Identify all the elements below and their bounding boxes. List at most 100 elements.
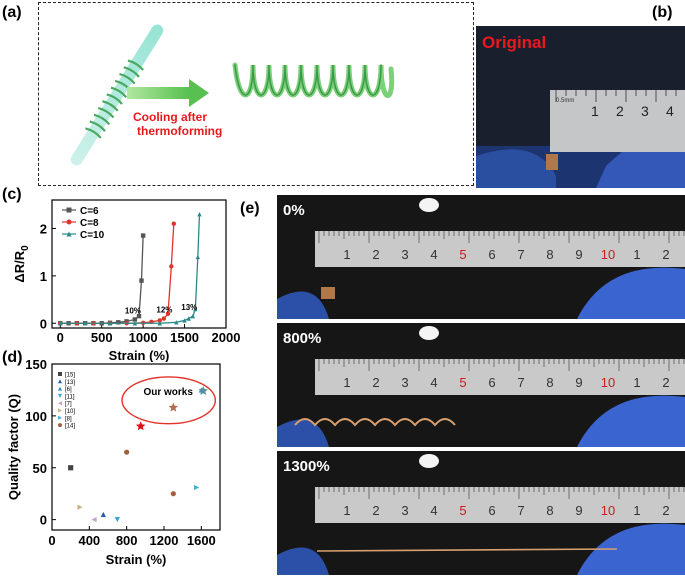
ruler-number: 2 [662, 503, 669, 518]
ruler-number: 3 [401, 503, 408, 518]
panel-label-d: (d) [2, 349, 23, 366]
data-point [169, 264, 174, 269]
ruler [315, 231, 685, 267]
spring-schematic: Cooling after thermoforming [70, 24, 395, 166]
y-tick-label: 2 [40, 221, 47, 236]
ruler-number: 1 [633, 247, 640, 262]
panel-label-c: (c) [2, 186, 22, 203]
data-point [132, 317, 138, 322]
legend-marker [58, 401, 62, 406]
our-works-ellipse [121, 376, 217, 425]
clip-light [419, 326, 439, 340]
x-tick-label: 1500 [170, 330, 199, 345]
data-point [107, 321, 113, 326]
legend-marker [66, 207, 72, 213]
ruler-number: 4 [430, 375, 437, 390]
legend-marker [58, 372, 62, 376]
legend-label: [13] [65, 380, 75, 386]
panel-label-a: (a) [2, 4, 22, 21]
data-point [135, 421, 146, 431]
legend-label: [6] [65, 387, 72, 393]
ruler-num: 4 [666, 103, 674, 119]
legend-marker [58, 423, 62, 428]
data-point [136, 313, 142, 319]
ruler-number: 2 [372, 503, 379, 518]
y-axis-label-sub: 0 [20, 245, 31, 251]
ruler-number: 9 [575, 503, 582, 518]
ruler-number: 8 [546, 375, 553, 390]
helical-spring [232, 62, 395, 98]
data-point [114, 517, 120, 523]
data-point [139, 278, 144, 283]
ruler-number: 7 [517, 247, 524, 262]
ruler-number: 1 [633, 503, 640, 518]
legend-label: C=10 [80, 230, 105, 241]
original-photo: 0.5mm 1 2 3 4 Original [476, 26, 685, 188]
legend-marker [66, 231, 72, 237]
legend-label: [15] [65, 373, 75, 379]
ruler-num: 2 [616, 103, 624, 119]
x-tick-label: 0 [57, 330, 64, 345]
data-point [124, 449, 130, 455]
right-glove [577, 523, 685, 575]
ruler-number: 1 [343, 247, 350, 262]
left-glove [277, 419, 329, 447]
x-tick-label: 1600 [187, 533, 216, 548]
ruler-number: 9 [575, 247, 582, 262]
left-glove [277, 547, 329, 575]
ruler-number: 5 [459, 503, 466, 518]
y-tick-label: 50 [33, 461, 47, 476]
data-point [195, 254, 201, 260]
data-point [161, 316, 167, 321]
process-arrow [127, 79, 209, 107]
annotation: 10% [125, 307, 141, 316]
data-point [171, 221, 176, 226]
ruler-number: 5 [459, 375, 466, 390]
ruler-number: 2 [662, 247, 669, 262]
ruler [315, 359, 685, 395]
ruler-num: 1 [591, 103, 599, 119]
legend-label: [10] [65, 409, 75, 415]
panel-label-e: (e) [240, 200, 260, 217]
legend-marker [58, 415, 62, 420]
plot-frame [51, 199, 227, 329]
data-point [58, 321, 63, 326]
data-point [157, 318, 162, 323]
straight-fiber [316, 548, 618, 552]
ruler-number: 10 [601, 503, 615, 518]
data-point [198, 385, 208, 396]
strain-label: 0% [283, 202, 305, 219]
x-axis-label: Strain (%) [109, 348, 170, 362]
ruler-number: 5 [459, 247, 466, 262]
panel-label-b: (b) [652, 4, 673, 21]
ruler-number: 6 [488, 375, 495, 390]
x-tick-label: 1200 [150, 533, 179, 548]
coiled-rod [70, 24, 164, 166]
legend-label: [14] [65, 424, 75, 430]
data-point [157, 321, 162, 326]
ruler-number: 8 [546, 503, 553, 518]
strain-label: 1300% [283, 458, 330, 475]
legend-marker [58, 408, 62, 413]
ruler-num: 3 [641, 103, 649, 119]
data-point [165, 311, 171, 316]
ruler-unit: 0.5mm [556, 98, 574, 104]
y-axis-label: ΔR/R0 [12, 245, 31, 283]
legend-marker [66, 219, 72, 225]
ruler-number: 2 [372, 375, 379, 390]
x-tick-label: 800 [116, 533, 138, 548]
data-point [116, 320, 121, 325]
ruler-number: 2 [372, 247, 379, 262]
y-tick-label: 150 [25, 358, 47, 372]
data-point [193, 306, 198, 312]
strain-label: 800% [283, 330, 321, 347]
data-point [168, 402, 179, 412]
y-tick-label: 1 [40, 269, 47, 284]
x-tick-label: 1000 [129, 330, 158, 345]
ruler-number: 1 [633, 375, 640, 390]
ruler-number: 2 [662, 375, 669, 390]
